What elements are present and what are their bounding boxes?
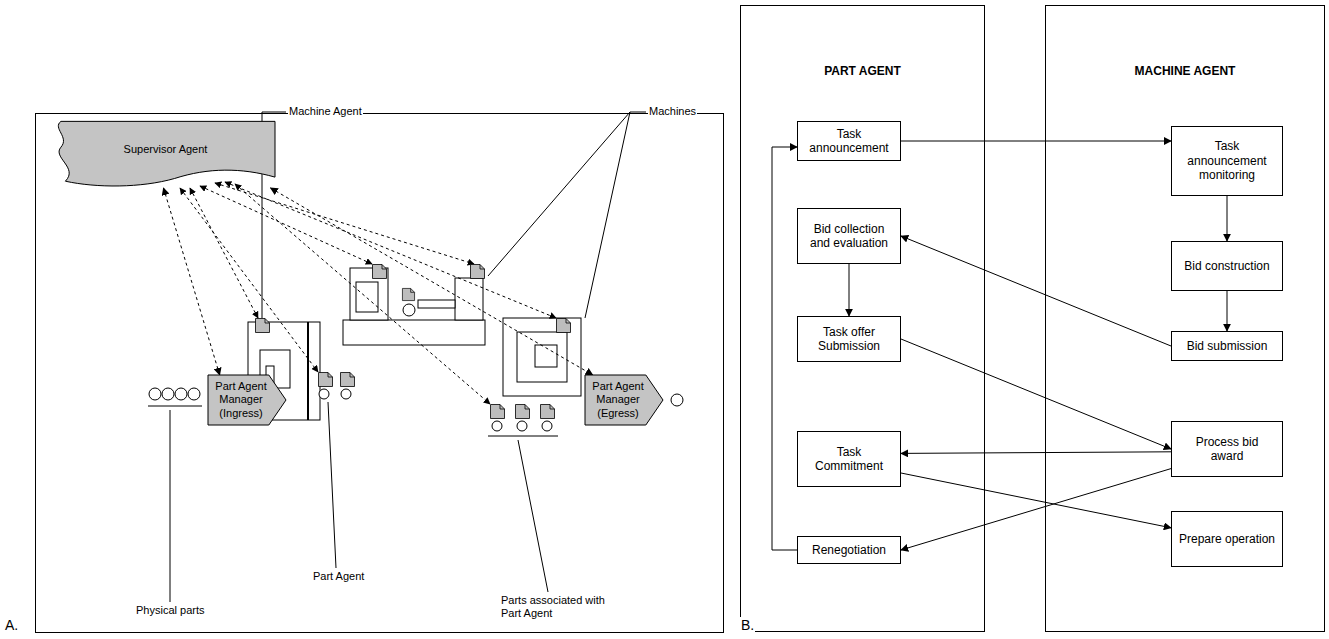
process-box: Task announcement [797,121,901,161]
dashed-link [180,182,556,404]
agent-column: PART AGENT Task announcementBid collectio… [740,5,985,632]
node-text: Bid submission [1187,339,1268,353]
panel-letter: B. [740,617,755,634]
node-text: Task offer Submission [804,325,894,354]
node-text: Supervisor Agent [124,143,208,156]
panel-letter: A. [4,617,19,634]
agent-icon [256,265,571,419]
process-box: Task Commitment [797,431,901,487]
callout-label: Machines [648,105,697,118]
flow-arrow [772,147,797,550]
process-box: Task offer Submission [797,316,901,362]
flow-arrow [901,339,1171,449]
node-text: Prepare operation [1179,532,1275,546]
callout-label: Parts associated with Part Agent [500,594,622,620]
process-box: Task announcement monitoring [1171,126,1283,196]
process-box: Bid submission [1171,331,1283,361]
dashed-connector [271,188,593,375]
supervisor-banner: Supervisor Agent [52,120,275,188]
flow-arrow [901,469,1171,550]
callout-label: Part Agent [312,570,365,583]
node-text: Task announcement [804,127,894,156]
process-box: Bid collection and evaluation [797,208,901,264]
node-text: Bid construction [1184,259,1269,273]
machine-drawing [343,268,485,345]
column-heading: PART AGENT [741,64,984,78]
flow-arrow [1227,196,1228,241]
node-text: Part Agent Manager (Ingress) [212,380,270,420]
callout-label: Machine Agent [288,105,363,118]
flow-arrow [901,452,1171,454]
process-box: Renegotiation [797,536,901,564]
leader-line [170,112,646,602]
column-heading: MACHINE AGENT [1046,64,1324,78]
manager-arrow: Part Agent Manager (Egress) [585,375,663,425]
flow-arrow [849,264,850,316]
process-box: Bid construction [1171,241,1283,291]
node-text: Part Agent Manager (Egress) [589,380,647,420]
process-box: Process bid award [1171,421,1283,477]
panel-frame [35,113,724,633]
node-text: Task announcement monitoring [1178,139,1276,182]
node-text: Renegotiation [812,543,886,557]
callout-label: Physical parts [135,604,205,617]
flow-arrow [901,236,1171,346]
flow-arrow [901,473,1171,528]
process-box: Prepare operation [1171,511,1283,567]
flow-arrow [1227,291,1228,331]
dashed-connector [164,188,220,375]
agent-column: MACHINE AGENT Task announcement monitorin… [1045,5,1325,632]
node-text: Bid collection and evaluation [804,222,894,251]
flow-arrow [901,141,1171,142]
manager-arrow: Part Agent Manager (Ingress) [208,375,286,425]
node-text: Process bid award [1178,435,1276,464]
node-text: Task Commitment [804,445,894,474]
